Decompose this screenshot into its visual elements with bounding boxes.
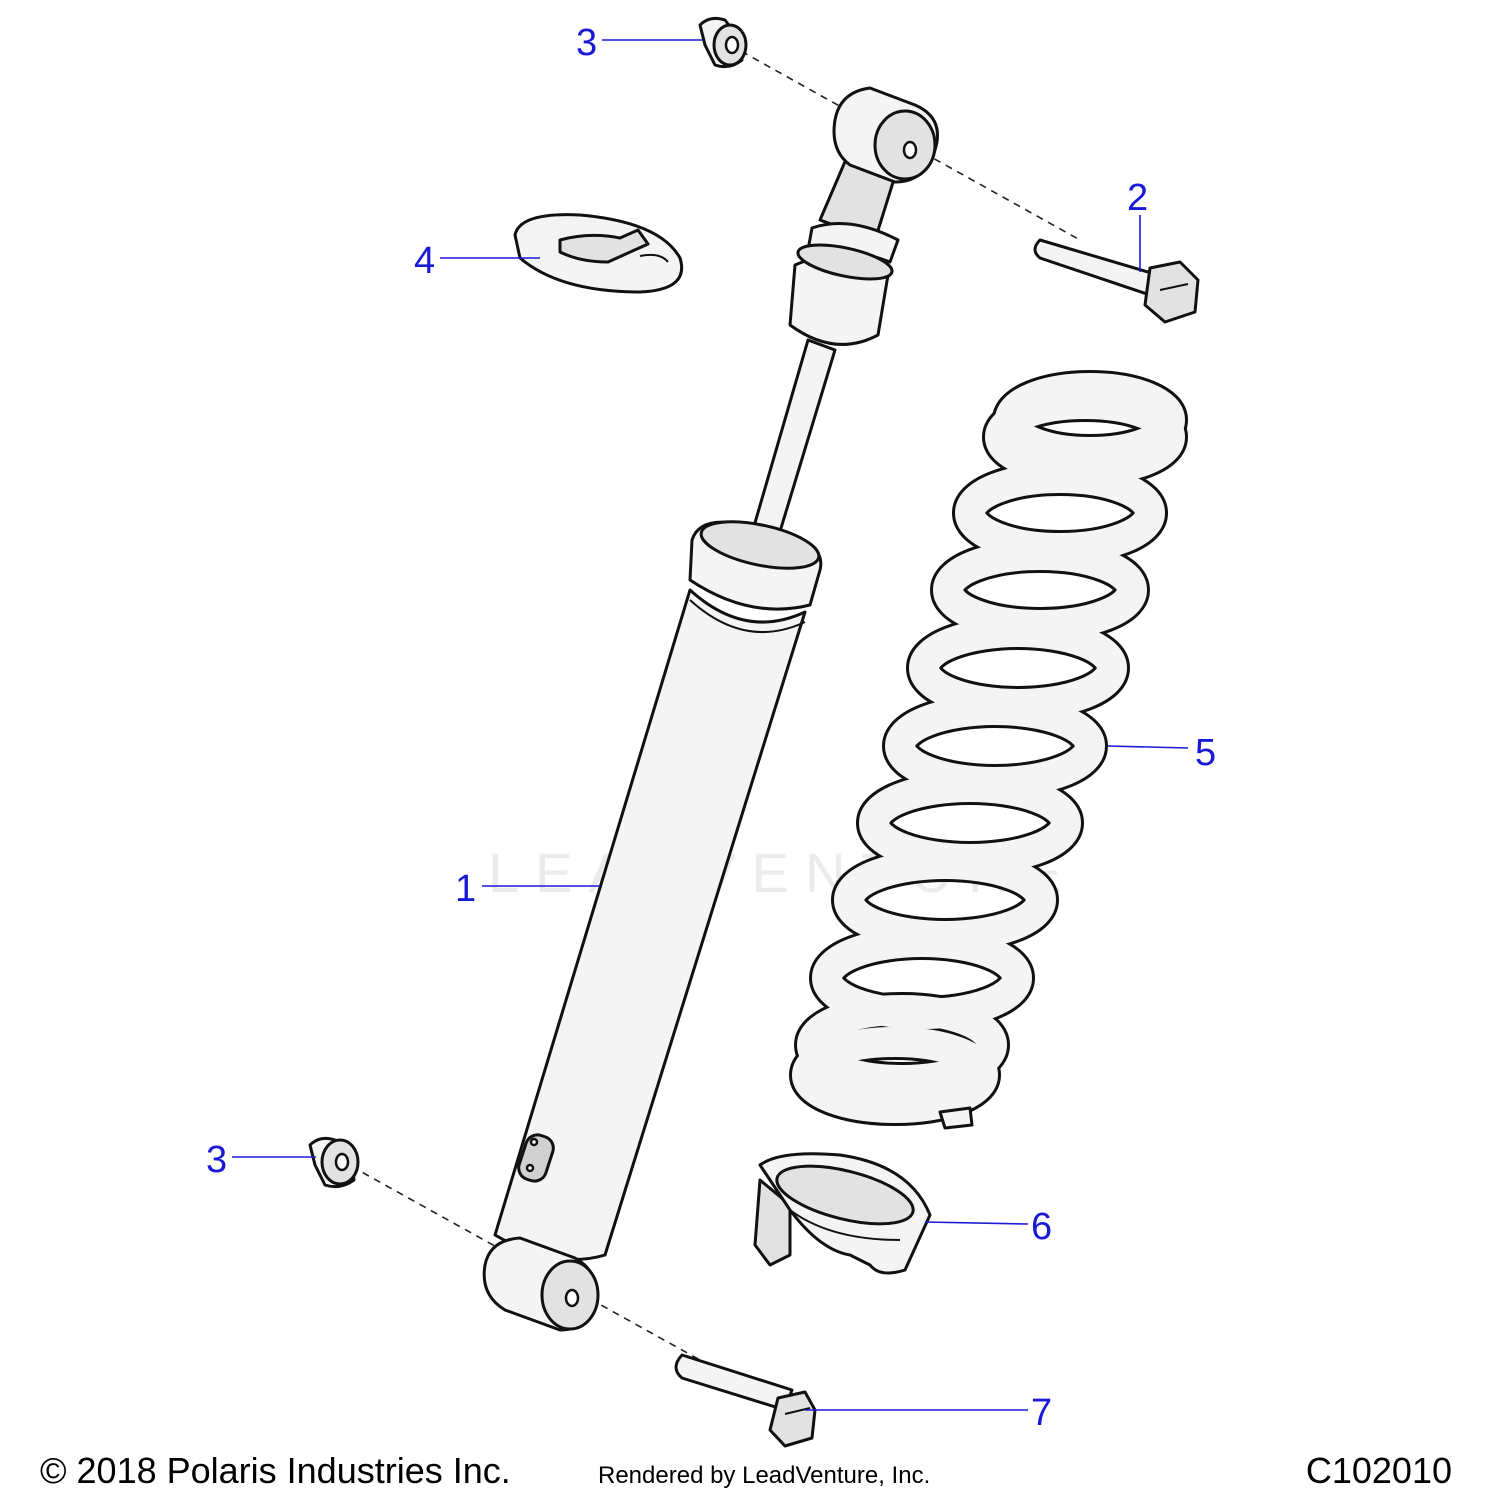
callout-3-top: 3 bbox=[576, 22, 597, 64]
callout-5: 5 bbox=[1195, 732, 1216, 774]
spring-coils-fill bbox=[792, 373, 1185, 1123]
callout-6: 6 bbox=[1031, 1206, 1052, 1248]
part-6-spring-seat[interactable] bbox=[753, 1152, 932, 1275]
callout-2: 2 bbox=[1127, 177, 1148, 219]
copyright-text: © 2018 Polaris Industries Inc. bbox=[40, 1450, 511, 1491]
part-5-coil-spring[interactable] bbox=[789, 370, 1188, 1130]
part-3-bottom-bushing[interactable] bbox=[308, 1136, 360, 1189]
part-4-retainer-clip[interactable] bbox=[513, 213, 683, 294]
part-7-lower-bolt[interactable] bbox=[674, 1353, 817, 1448]
callout-3-bottom: 3 bbox=[206, 1139, 227, 1181]
callout-5-leader bbox=[1107, 745, 1189, 749]
bottom-alignment-line bbox=[339, 1159, 701, 1361]
callout-4: 4 bbox=[414, 240, 435, 282]
callout-1: 1 bbox=[455, 868, 476, 910]
part-1-shock-absorber[interactable] bbox=[482, 86, 939, 1332]
drawing-code: C102010 bbox=[1305, 1450, 1452, 1491]
part-3-top-bushing[interactable] bbox=[698, 16, 748, 69]
part-2-upper-bolt[interactable] bbox=[1033, 238, 1200, 324]
callout-6-leader bbox=[924, 1221, 1029, 1225]
rendered-by-text: Rendered by LeadVenture, Inc. bbox=[598, 1462, 931, 1489]
callout-7: 7 bbox=[1031, 1392, 1052, 1434]
